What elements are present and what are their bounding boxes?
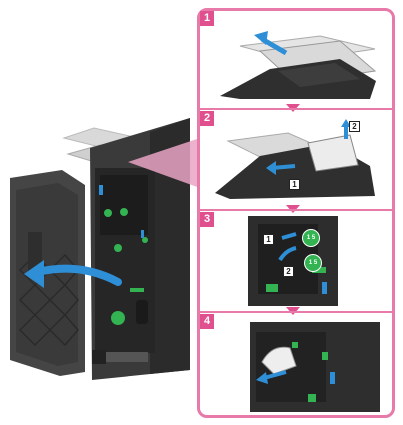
step-3: 3 1 2 1 5 1 5 <box>200 212 392 307</box>
step-1-illustration <box>220 31 377 99</box>
step-divider <box>200 108 392 110</box>
step-3-lever-callout-a: 1 5 <box>302 229 320 247</box>
step-2-label-a: 2 <box>349 121 360 132</box>
finisher-illustration <box>0 0 200 425</box>
step-number: 2 <box>200 111 214 126</box>
step-3-label-b: 2 <box>283 266 294 277</box>
step-number: 1 <box>200 11 214 26</box>
step-3-lever-callout-b: 1 5 <box>304 254 322 272</box>
step-4-illustration <box>250 322 380 412</box>
open-door-arrow-icon <box>24 260 122 288</box>
step-4: 4 <box>200 314 392 414</box>
step-divider <box>200 311 392 313</box>
step-3-illustration <box>248 216 338 306</box>
step-2: 2 2 1 <box>200 111 392 206</box>
step-2-illustration <box>215 119 375 199</box>
step-2-label-b: 1 <box>289 179 300 190</box>
step-divider <box>200 209 392 211</box>
step-number: 3 <box>200 212 214 227</box>
step-number: 4 <box>200 314 214 329</box>
step-1: 1 <box>200 11 392 106</box>
step-3-label-a: 1 <box>263 234 274 245</box>
